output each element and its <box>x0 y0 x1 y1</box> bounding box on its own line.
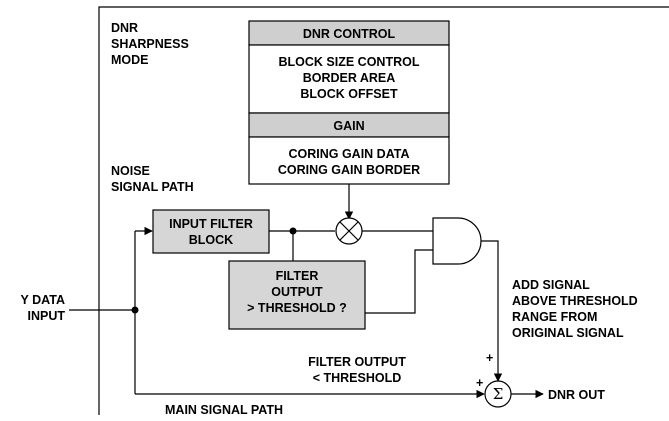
outer-frame <box>98 6 669 415</box>
sigma-symbol: Σ <box>493 385 504 403</box>
add-signal-label-line3: RANGE FROM <box>512 310 597 324</box>
threshold-label-line3: > THRESHOLD ? <box>247 301 347 315</box>
plus-sign-top: + <box>486 351 493 365</box>
block-size-control-label: BLOCK SIZE CONTROL <box>279 55 420 69</box>
gain-body <box>248 136 450 185</box>
dnr-control-body <box>248 44 450 114</box>
main-signal-path-label: MAIN SIGNAL PATH <box>165 403 283 417</box>
y-data-label-line2: INPUT <box>28 309 66 323</box>
coring-gain-border-label: CORING GAIN BORDER <box>278 163 420 177</box>
block-offset-label: BLOCK OFFSET <box>300 87 398 101</box>
below-threshold-label-line1: FILTER OUTPUT <box>308 355 406 369</box>
dnr-out-label: DNR OUT <box>548 388 605 402</box>
and-to-summer-line <box>481 240 503 382</box>
add-signal-label-line2: ABOVE THRESHOLD <box>512 294 638 308</box>
noise-path-label-line1: NOISE <box>111 164 150 178</box>
input-filter-label-line1: INPUT FILTER <box>169 217 253 231</box>
and-gate <box>432 217 482 265</box>
add-signal-label-line1: ADD SIGNAL <box>512 278 590 292</box>
dnr-control-header: DNR CONTROL <box>303 27 396 41</box>
border-area-label: BORDER AREA <box>303 71 396 85</box>
add-signal-label-line4: ORIGINAL SIGNAL <box>512 326 624 340</box>
threshold-label-line1: FILTER <box>276 269 319 283</box>
multiplier-node <box>335 217 363 245</box>
threshold-compare-block <box>228 260 366 330</box>
y-data-label-line1: Y DATA <box>21 293 65 307</box>
mode-label-line3: MODE <box>111 53 149 67</box>
gain-header: GAIN <box>333 119 364 133</box>
threshold-to-and-line <box>365 249 433 314</box>
noise-path-label-line2: SIGNAL PATH <box>111 180 194 194</box>
mode-label-line2: SHARPNESS <box>111 37 189 51</box>
dnr-control-panel: DNR CONTROL BLOCK SIZE CONTROL BORDER AR… <box>248 20 450 185</box>
mode-label-line1: DNR <box>111 21 138 35</box>
threshold-label-line2: OUTPUT <box>271 285 323 299</box>
input-filter-label-line2: BLOCK <box>189 233 233 247</box>
below-threshold-label-line2: < THRESHOLD <box>313 371 402 385</box>
coring-gain-data-label: CORING GAIN DATA <box>288 147 409 161</box>
input-junction-dot <box>131 306 139 314</box>
plus-sign-left: + <box>476 376 483 390</box>
